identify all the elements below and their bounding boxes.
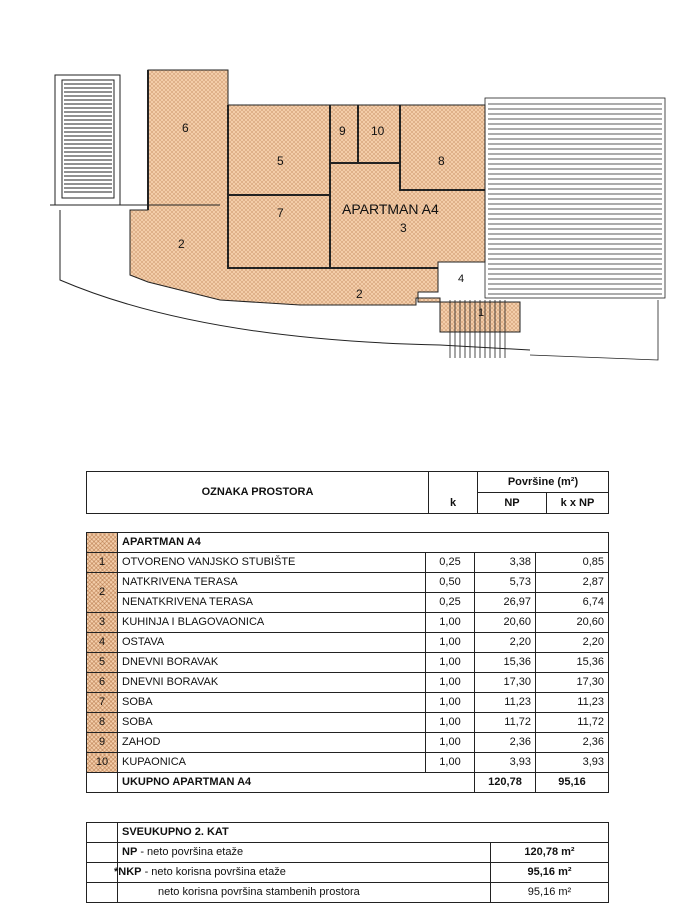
header-povrsine: Površine (m²)	[477, 471, 609, 493]
table-row: 7 SOBA 1,00 11,23 11,23	[86, 692, 609, 713]
table-row: 8 SOBA 1,00 11,72 11,72	[86, 712, 609, 733]
summary-title: SVEUKUPNO 2. KAT	[117, 822, 609, 843]
summary-nkp-label: *NKP - neto korisna površina etaže	[114, 862, 491, 883]
room-label: 7	[277, 206, 284, 220]
room-label: 9	[339, 124, 346, 138]
summary-np-label: NP - neto površina etaže	[117, 842, 491, 863]
table-row: 5 DNEVNI BORAVAK 1,00 15,36 15,36	[86, 652, 609, 673]
table-row: 9 ZAHOD 1,00 2,36 2,36	[86, 732, 609, 753]
left-stair	[50, 74, 531, 351]
floor-plan: APARTMAN A4 6 5 9 10 8 7 3 2 2 4 1	[50, 69, 666, 361]
apartment-area	[129, 69, 521, 333]
room-label: 4	[458, 273, 464, 285]
summary-nkp-value: 95,16 m²	[490, 862, 609, 883]
summary-np-value: 120,78 m²	[490, 842, 609, 863]
room-label: 1	[478, 307, 484, 319]
table-row: 4 OSTAVA 1,00 2,20 2,20	[86, 632, 609, 653]
room-label: 10	[371, 124, 385, 138]
room-label: 3	[400, 221, 407, 235]
room-label: 2	[356, 287, 363, 301]
header-k: k	[428, 471, 478, 514]
right-terrace	[484, 97, 666, 361]
total-label: UKUPNO APARTMAN A4	[117, 772, 475, 793]
room-label: 5	[277, 154, 284, 168]
section-title: APARTMAN A4	[117, 532, 609, 553]
plan-title: APARTMAN A4	[342, 201, 439, 217]
bottom-stair	[449, 300, 506, 358]
total-np: 120,78	[474, 772, 536, 793]
summary-table: SVEUKUPNO 2. KAT NP - neto površina etaž…	[86, 822, 609, 903]
total-knp: 95,16	[535, 772, 609, 793]
room-label: 2	[178, 237, 185, 251]
summary-stamb-label: neto korisna površina stambenih prostora	[117, 882, 491, 903]
room-label: 6	[182, 121, 189, 135]
total-row: UKUPNO APARTMAN A4 120,78 95,16	[86, 772, 609, 793]
table-row: 3 KUHINJA I BLAGOVAONICA 1,00 20,60 20,6…	[86, 612, 609, 633]
header-oznaka: OZNAKA PROSTORA	[86, 471, 429, 514]
header-table: OZNAKA PROSTORA k Površine (m²) NP k x N…	[86, 471, 609, 514]
table-row: NENATKRIVENA TERASA 0,25 26,97 6,74	[87, 592, 609, 613]
table-row: 1 OTVORENO VANJSKO STUBIŠTE 0,25 3,38 0,…	[86, 552, 609, 573]
table-row: 6 DNEVNI BORAVAK 1,00 17,30 17,30	[86, 672, 609, 693]
header-kxnp: k x NP	[546, 492, 609, 514]
summary-stamb-value: 95,16 m²	[490, 882, 609, 903]
room-label: 8	[438, 154, 445, 168]
header-np: NP	[477, 492, 547, 514]
table-row: 10 KUPAONICA 1,00 3,93 3,93	[86, 752, 609, 773]
rooms-table: APARTMAN A4 1 OTVORENO VANJSKO STUBIŠTE …	[86, 532, 609, 793]
walls	[147, 70, 485, 269]
table-row: 2 NATKRIVENA TERASA 0,50 5,73 2,87	[86, 572, 609, 613]
